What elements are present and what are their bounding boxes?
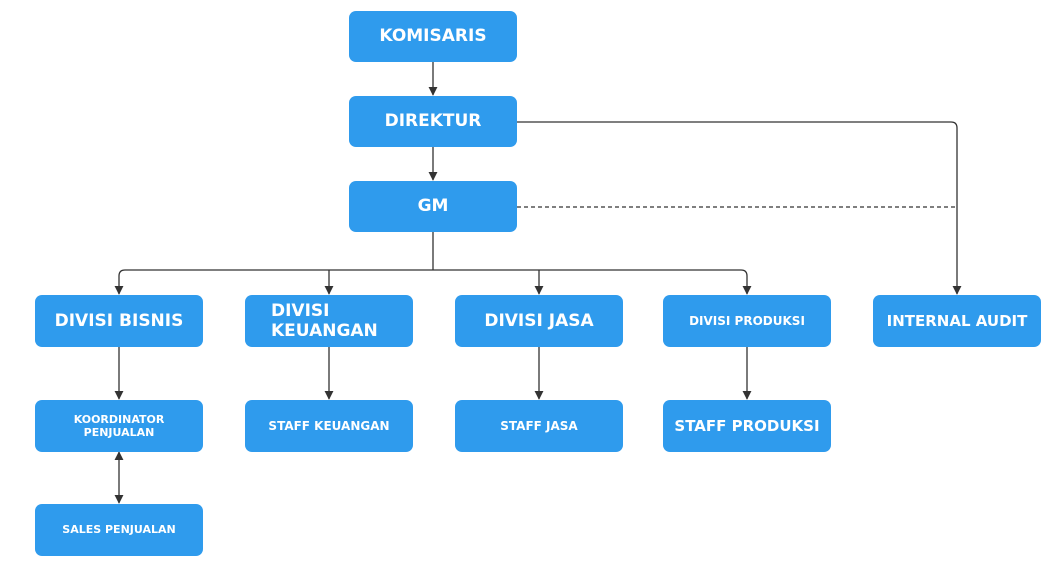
node-gm: GM	[349, 181, 517, 232]
connector-division-bus	[125, 269, 752, 295]
node-staff-keuangan: STAFF KEUANGAN	[245, 400, 413, 452]
node-staff-jasa: STAFF JASA	[455, 400, 623, 452]
node-komisaris: KOMISARIS	[349, 11, 517, 62]
node-divisi-bisnis: DIVISI BISNIS	[35, 295, 203, 347]
node-internal-audit: INTERNAL AUDIT	[873, 295, 1041, 347]
connector-direktur-internal-audit	[517, 121, 962, 295]
node-koordinator-penjualan: KOORDINATOR PENJUALAN	[35, 400, 203, 452]
node-sales-penjualan: SALES PENJUALAN	[35, 504, 203, 556]
node-divisi-keuangan: DIVISI KEUANGAN	[245, 295, 413, 347]
node-direktur: DIREKTUR	[349, 96, 517, 147]
node-staff-produksi: STAFF PRODUKSI	[663, 400, 831, 452]
connector-bus-divisi-bisnis	[114, 269, 126, 295]
node-divisi-jasa: DIVISI JASA	[455, 295, 623, 347]
node-divisi-produksi: DIVISI PRODUKSI	[663, 295, 831, 347]
